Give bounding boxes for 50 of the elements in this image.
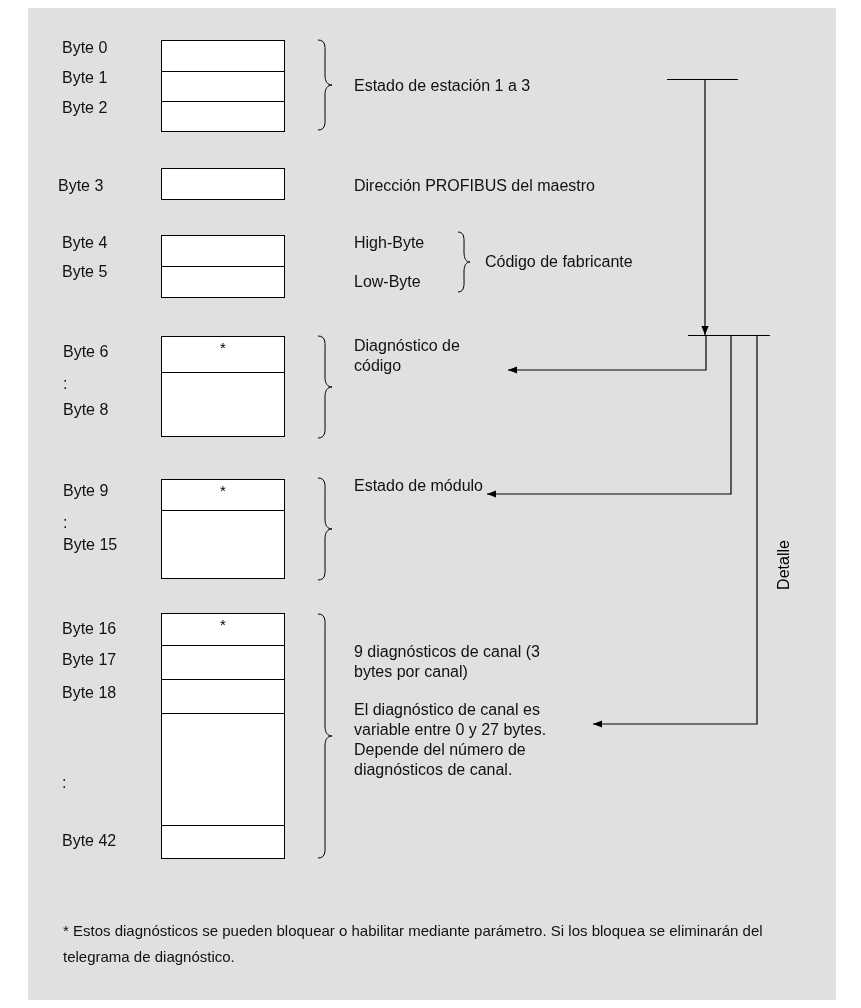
byte-label: : xyxy=(62,773,67,793)
byte-label: Byte 4 xyxy=(62,233,108,253)
byte-cell xyxy=(161,510,285,579)
byte-cell xyxy=(161,235,285,267)
byte-label: Byte 5 xyxy=(62,262,108,282)
byte-cell xyxy=(161,825,285,859)
description-text: Código de fabricante xyxy=(485,252,633,272)
byte-label: Byte 17 xyxy=(62,650,117,670)
byte-label: Byte 42 xyxy=(62,831,117,851)
edge-label: Detalle xyxy=(773,540,793,590)
byte-cell xyxy=(161,713,285,826)
byte-label: Byte 0 xyxy=(62,38,108,58)
byte-label: Byte 2 xyxy=(62,98,108,118)
byte-cell xyxy=(161,613,285,646)
byte-cell xyxy=(161,372,285,437)
byte-cell xyxy=(161,101,285,132)
description-text: Diagnóstico de código xyxy=(354,336,504,376)
footnote-marker: * xyxy=(220,616,226,633)
byte-cell xyxy=(161,266,285,298)
byte-label: Byte 1 xyxy=(62,68,108,88)
byte-label: Byte 8 xyxy=(63,400,109,420)
arrow xyxy=(701,78,709,336)
byte-label: Byte 3 xyxy=(58,176,104,196)
byte-cell xyxy=(161,645,285,680)
byte-label: : xyxy=(63,374,68,394)
byte-label: Byte 16 xyxy=(62,619,117,639)
arrow xyxy=(592,334,758,728)
byte-cell xyxy=(161,336,285,373)
description-text: Low-Byte xyxy=(354,272,421,292)
byte-label: Byte 9 xyxy=(63,481,109,501)
byte-cell xyxy=(161,479,285,511)
description-text: High-Byte xyxy=(354,233,425,253)
description-text: Estado de módulo xyxy=(354,476,483,496)
footnote-marker: * xyxy=(220,482,226,499)
byte-label: Byte 6 xyxy=(63,342,109,362)
byte-cell xyxy=(161,71,285,102)
description-text: El diagnóstico de canal es variable entre 0 y 27 bytes. Depende del número de diagnósticos de canal. xyxy=(354,700,589,780)
byte-label: Byte 18 xyxy=(62,683,117,703)
byte-cell xyxy=(161,679,285,714)
byte-label: Byte 15 xyxy=(63,535,118,555)
footnote-text: * Estos diagnósticos se pueden bloquear o habilitar mediante parámetro. Si los bloquea se eliminarán del telegrama de diagnóstico. xyxy=(63,921,763,967)
byte-label: : xyxy=(63,513,68,533)
arrow xyxy=(507,334,707,374)
footnote-marker: * xyxy=(220,339,226,356)
arrow xyxy=(486,334,732,498)
description-text: Estado de estación 1 a 3 xyxy=(354,76,531,96)
byte-cell xyxy=(161,40,285,72)
description-text: 9 diagnósticos de canal (3 bytes por canal) xyxy=(354,642,541,682)
description-text: Dirección PROFIBUS del maestro xyxy=(354,176,595,196)
byte-cell xyxy=(161,168,285,200)
